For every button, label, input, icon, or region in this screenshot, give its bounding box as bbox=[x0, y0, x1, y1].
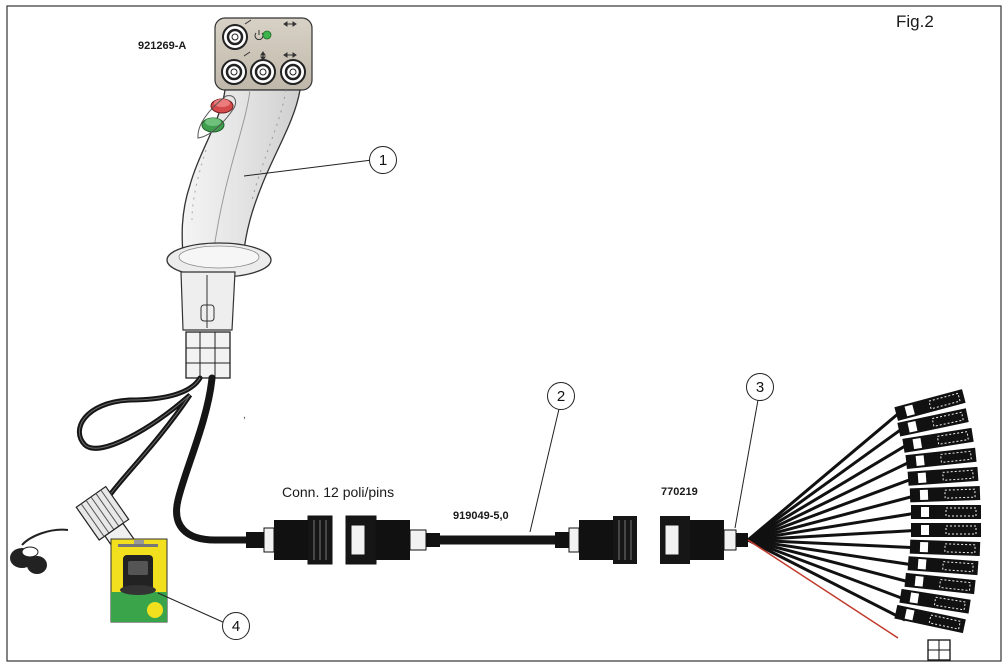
direction-arrows-icon bbox=[243, 19, 297, 61]
status-led bbox=[262, 30, 272, 40]
callout-1: 1 bbox=[369, 146, 397, 174]
joystick-grip bbox=[181, 89, 301, 259]
figure-border bbox=[6, 5, 1002, 662]
svg-text:,: , bbox=[243, 410, 246, 421]
head-button bbox=[250, 59, 276, 85]
joystick-part-code: 921269-A bbox=[138, 40, 187, 52]
head-button bbox=[222, 24, 248, 50]
accessory-package bbox=[110, 538, 168, 623]
callout-4: 4 bbox=[222, 612, 250, 640]
callout-3: 3 bbox=[746, 373, 774, 401]
connector-extension bbox=[555, 516, 748, 564]
figure-label: Fig.2 bbox=[896, 12, 934, 31]
harness-part-code: 770219 bbox=[661, 486, 698, 498]
harness-terminals bbox=[894, 389, 981, 661]
connector-label: Conn. 12 poli/pins bbox=[282, 484, 395, 500]
harness-wires bbox=[747, 406, 924, 639]
callout-2: 2 bbox=[547, 382, 575, 410]
cable-part-code: 919049-5,0 bbox=[453, 510, 509, 522]
main-cable bbox=[173, 374, 252, 544]
side-button-green bbox=[201, 117, 225, 133]
joystick-connector bbox=[185, 331, 231, 379]
connector-12-pin bbox=[246, 515, 440, 565]
head-button bbox=[221, 59, 247, 85]
joystick-base bbox=[180, 271, 236, 331]
head-button bbox=[280, 59, 306, 85]
leader-lines bbox=[157, 159, 759, 624]
joystick bbox=[166, 17, 313, 379]
